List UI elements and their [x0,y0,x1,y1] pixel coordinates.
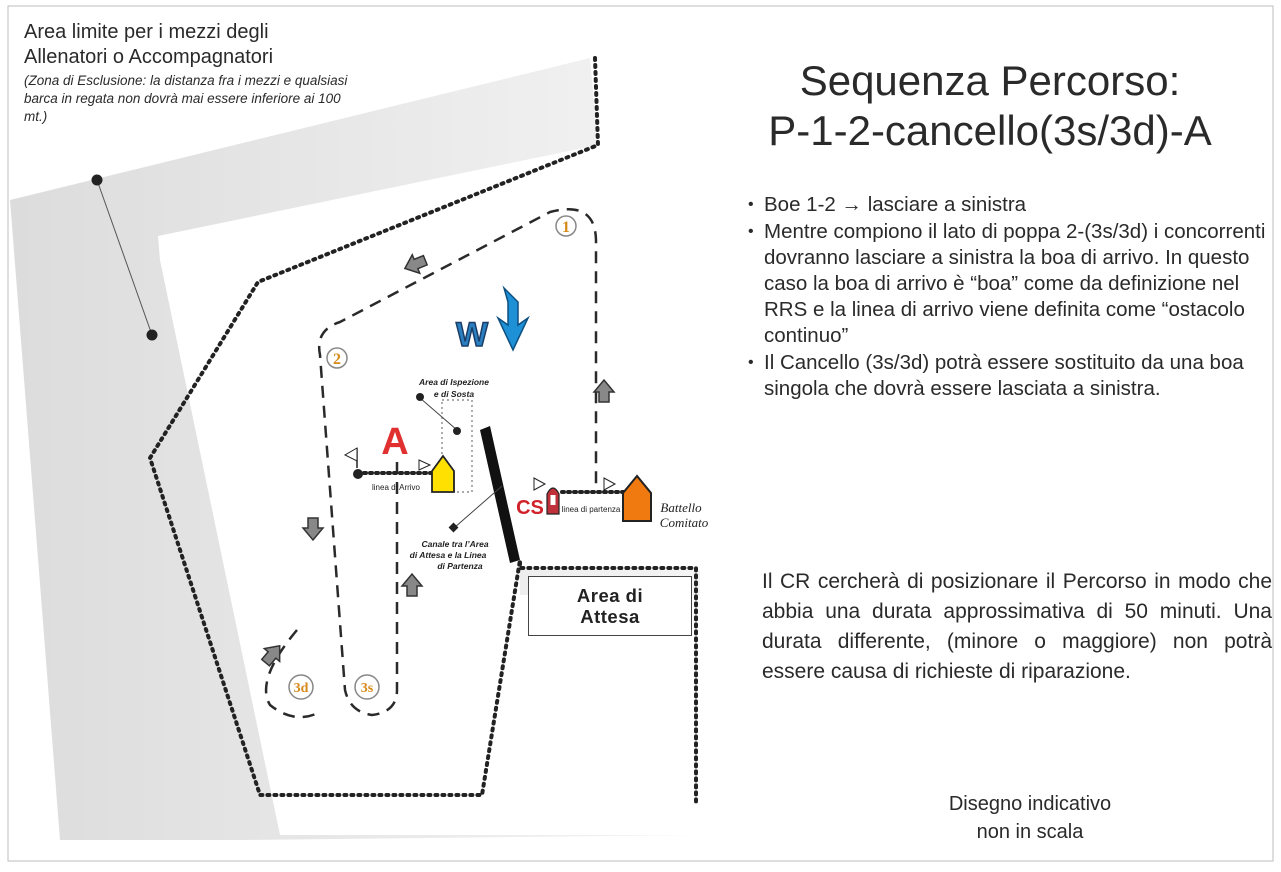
disclaimer-line1: Disegno indicativo [948,793,1112,815]
channel-barrier [480,426,520,563]
wind-arrow-icon [496,285,530,352]
rule-item: Boe 1-2 → lasciare a sinistra [736,192,1276,218]
exclusion-pointer-line [96,179,153,336]
committee-boat-icon [622,474,652,522]
exclusion-pointer-dot-bottom [146,329,158,341]
wind-label: W [456,316,489,354]
mark-2-label: 2 [333,351,341,368]
course-route-dashed [317,207,598,717]
race-committee-note: Il CR cercherà di posizionare il Percors… [762,570,1272,683]
channel-label-line3: di Partenza [437,561,483,571]
exclusion-zone-shading [10,58,700,840]
inspection-area-dotted-box [441,399,473,493]
finish-pin-dot [353,469,363,479]
mark-2: 2 [326,347,348,369]
exclusion-note: (Zona di Esclusione: la distanza fra i m… [24,73,348,124]
committee-boat-line1: Battello [660,500,702,515]
page-title: Sequenza Percorso: P-1-2-cancello(3s/3d)… [700,56,1280,156]
title-line1: Sequenza Percorso: [799,57,1181,104]
rule-item: Il Cancello (3s/3d) potrà essere sostitu… [736,350,1276,402]
course-arrow-up-center [400,572,424,597]
finish-line-label: linea di Arrivo [372,483,421,492]
course-arrow-leg1 [403,252,429,275]
committee-letters: CS [516,497,544,519]
title-line2: P-1-2-cancello(3s/3d)-A [768,107,1212,154]
page-frame [7,5,1274,862]
exclusion-line1: Area limite per i mezzi degli [24,21,269,43]
waiting-area-line1: Area di [576,585,644,606]
inspection-area-line1: Area di Ispezione [418,377,489,387]
exclusion-pointer-dot-top [91,174,103,186]
finish-flag2-icon [418,459,432,471]
committee-boat-line2: Comitato [660,515,709,530]
start-flag-icon [533,477,547,491]
exclusion-area-note: Area limite per i mezzi degli Allenatori… [24,20,364,126]
exclusion-line2: Allenatori o Accompagnatori [24,46,274,68]
pin-boat-icon [546,487,560,515]
mark-1-label: 1 [562,219,570,236]
waiting-area-box: Area di Attesa [528,576,692,636]
inspection-area-line2: e di Sosta [434,389,474,399]
mark-3s: 3s [354,674,380,700]
mark-1: 1 [555,215,577,237]
rule-item: Mentre compiono il lato di poppa 2-(3s/3… [736,219,1276,349]
channel-pointer-diamond [448,522,459,533]
start-line-label: linea di partenza [562,505,621,514]
waiting-area-line2: Attesa [580,606,640,627]
mark-3s-label: 3s [361,681,374,696]
committee-flag-icon [603,477,617,491]
finish-buoy-icon [431,454,455,493]
channel-pointer-line [453,485,503,529]
disclaimer-line2: non in scala [976,821,1084,843]
course-arrow-up-right [592,378,616,403]
inspection-pointer-dot-bottom [453,427,461,435]
mark-3d-label: 3d [294,681,309,696]
scale-disclaimer: Disegno indicativo non in scala [880,790,1180,846]
inspection-pointer-line [419,397,458,431]
exclusion-boundary-dotted [147,56,698,807]
inspection-pointer-dot-top [416,393,424,401]
finish-flag-icon [343,447,358,468]
channel-label-line2: di Attesa e la Linea [410,550,487,560]
channel-label-line1: Canale tra l’Area [421,539,488,549]
course-arrow-3d [260,644,281,667]
course-arrow-down-left [301,517,325,542]
rules-list: Boe 1-2 → lasciare a sinistra Mentre com… [736,192,1276,403]
mark-3d: 3d [288,674,314,700]
finish-letter-a: A [381,421,408,463]
